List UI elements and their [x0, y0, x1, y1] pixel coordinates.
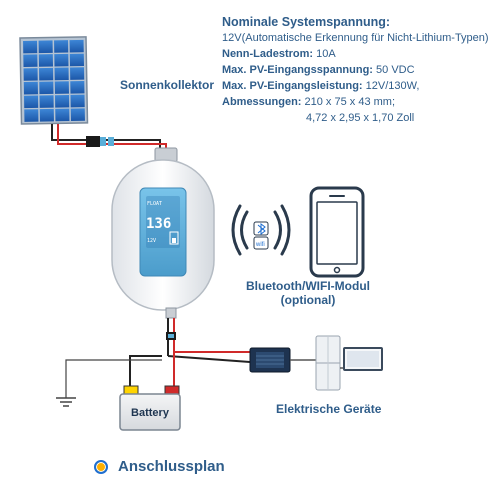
solar-cell: [70, 80, 85, 94]
solar-cell: [54, 53, 69, 67]
solar-panel: [19, 36, 89, 125]
spec-dimensions-inch: 4,72 x 2,95 x 1,70 Zoll: [306, 112, 415, 124]
spec-value: 210 x 75 x 43 mm;: [301, 96, 396, 108]
svg-text:wifi: wifi: [255, 242, 265, 248]
solar-cell: [69, 39, 84, 53]
spec-voltage-detail: 12V(Automatische Erkennung für Nicht-Lit…: [222, 32, 489, 44]
bluetooth-label-line1: Bluetooth/WIFI-Modul: [246, 279, 370, 293]
solar-cell: [38, 54, 54, 67]
devices-label: Elektrische Geräte: [276, 402, 382, 416]
lcd-small-text: 12V: [147, 238, 156, 244]
solar-cell: [23, 81, 38, 95]
spec-row: Max. PV-Eingangsleistung: 12V/130W,: [222, 78, 498, 94]
electrical-devices: [249, 335, 383, 391]
output-wiring: [56, 318, 251, 407]
solar-cell: [39, 81, 54, 95]
solar-cell: [38, 40, 53, 54]
solar-cell: [70, 108, 85, 122]
solar-cell: [39, 95, 54, 108]
battery-label: Battery: [131, 407, 170, 419]
spec-row: Nenn-Ladestrom: 10A: [222, 46, 498, 62]
solar-cell: [54, 67, 69, 81]
solar-cell: [24, 109, 39, 122]
spec-label: Nenn-Ladestrom:: [222, 48, 314, 60]
spec-row: Abmessungen: 210 x 75 x 43 mm;: [222, 94, 498, 110]
spec-value: 12V/130W,: [362, 80, 420, 92]
solar-cell: [55, 108, 70, 122]
solar-cell: [54, 40, 69, 53]
legend: Anschlussplan: [94, 458, 225, 475]
bluetooth-module: [231, 204, 291, 256]
spec-row: Max. PV-Eingangsspannung: 50 VDC: [222, 62, 498, 78]
solar-cell: [39, 67, 54, 81]
solar-cell: [69, 53, 84, 67]
solar-cell: [70, 67, 85, 80]
solar-cell: [24, 95, 39, 109]
bluetooth-icon: wifi: [253, 221, 269, 250]
solar-cell: [39, 108, 54, 122]
solar-panel-label: Sonnenkollektor: [120, 78, 215, 92]
solar-cell: [70, 94, 85, 108]
solar-cell: [23, 40, 38, 54]
solar-cable: [51, 124, 167, 158]
smartphone-icon: [309, 186, 365, 278]
battery: Battery: [119, 385, 181, 431]
bluetooth-module-label: Bluetooth/WIFI-Modul (optional): [228, 279, 388, 307]
spec-heading: Nominale Systemspannung:: [222, 15, 391, 29]
legend-text: Anschlussplan: [118, 458, 225, 475]
spec-value: 50 VDC: [372, 64, 415, 76]
spec-label: Max. PV-Eingangsspannung:: [222, 64, 373, 76]
lcd-value-text: 136: [146, 216, 171, 232]
solar-cell: [23, 68, 38, 81]
charge-controller: FLOAT 136 12V: [111, 147, 215, 319]
solar-cell: [55, 94, 70, 108]
solar-cell: [23, 54, 38, 68]
spec-list: Nominale Systemspannung: 12V(Automatisch…: [222, 14, 498, 126]
bluetooth-label-line2: (optional): [280, 293, 336, 307]
legend-bullet-icon: [94, 459, 108, 474]
spec-value: 10A: [313, 48, 336, 60]
spec-label: Max. PV-Eingangsleistung:: [222, 80, 363, 92]
lcd-mode-text: FLOAT: [147, 201, 162, 207]
solar-cell: [54, 81, 69, 94]
spec-label: Abmessungen:: [222, 96, 302, 108]
